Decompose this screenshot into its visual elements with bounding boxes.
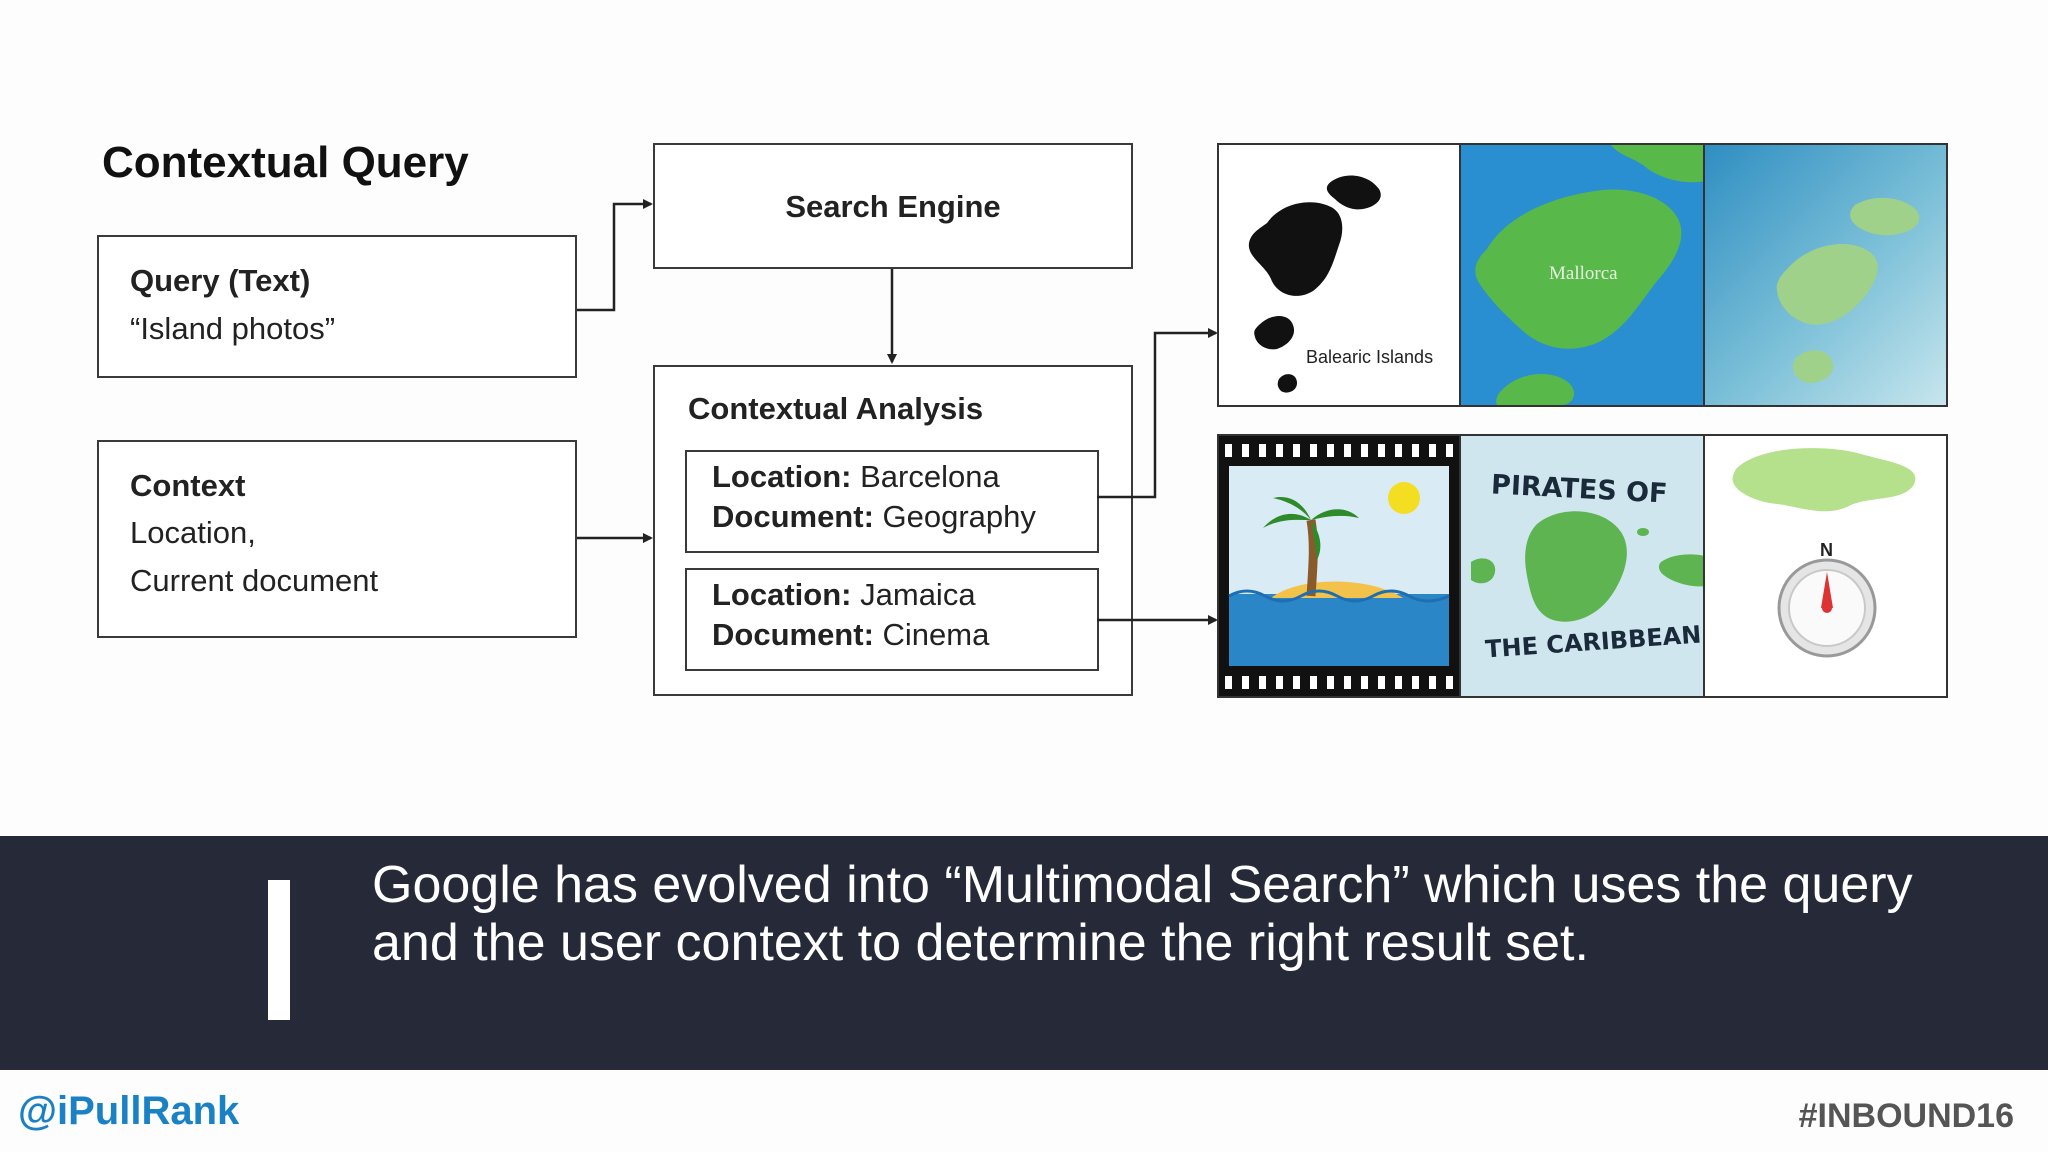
- banner-accent-bar: [268, 880, 290, 1020]
- diagram-title: Contextual Query: [102, 138, 469, 187]
- query-value: “Island photos”: [130, 311, 336, 346]
- pirates-poster-tile: PIRATES OF THE CARIBBEAN: [1459, 434, 1706, 698]
- analysis-case-barcelona: Location: Barcelona Document: Geography: [685, 450, 1099, 553]
- balearic-silhouette: [1248, 175, 1381, 393]
- case2-document-value: Cinema: [882, 617, 990, 652]
- context-line1: Location,: [130, 515, 256, 550]
- twitter-handle[interactable]: @iPullRank: [18, 1089, 240, 1133]
- search-engine-box: Search Engine: [653, 143, 1133, 269]
- case2-document: Document: Cinema: [712, 615, 989, 655]
- case2-location-value: Jamaica: [860, 577, 976, 612]
- mallorca-label: Mallorca: [1549, 263, 1618, 284]
- context-box: Context Location, Current document: [97, 440, 577, 638]
- query-label: Query (Text): [130, 263, 311, 298]
- case1-document-value: Geography: [882, 499, 1036, 534]
- film-strip-island: [1225, 444, 1453, 689]
- query-box: Query (Text) “Island photos”: [97, 235, 577, 378]
- banner-text: Google has evolved into “Multimodal Sear…: [372, 856, 1913, 972]
- analysis-case-jamaica: Location: Jamaica Document: Cinema: [685, 568, 1099, 671]
- case2-document-label: Document:: [712, 617, 874, 652]
- connector-arrows: [577, 199, 1218, 625]
- case1-location: Location: Barcelona: [712, 457, 1000, 497]
- mallorca-island: [1475, 145, 1704, 405]
- event-hashtag: #INBOUND16: [1798, 1097, 2014, 1135]
- mallorca-map-tile: Mallorca: [1459, 143, 1706, 407]
- arrow-case1-to-geography: [1097, 328, 1218, 499]
- satellite-islands-tile: [1703, 143, 1948, 407]
- pirates-map: [1471, 511, 1704, 622]
- pale-islands: [1776, 197, 1920, 383]
- compass-tile: N: [1703, 434, 1948, 698]
- balearic-islands-label: Balearic Islands: [1306, 347, 1434, 367]
- contextual-analysis-title: Contextual Analysis: [688, 391, 984, 426]
- case1-location-value: Barcelona: [860, 459, 1000, 494]
- contextual-analysis-box: Contextual Analysis Location: Barcelona …: [653, 365, 1133, 696]
- context-label: Context: [130, 468, 246, 503]
- balearic-map-tile: Balearic Islands: [1217, 143, 1462, 407]
- search-engine-label: Search Engine: [785, 189, 1001, 224]
- case1-document: Document: Geography: [712, 497, 1036, 537]
- film-strip-tile: [1217, 434, 1462, 698]
- case1-document-label: Document:: [712, 499, 874, 534]
- compass-north-label: N: [1820, 540, 1833, 560]
- caption-banner: Google has evolved into “Multimodal Sear…: [0, 836, 2048, 1070]
- case1-location-label: Location:: [712, 459, 852, 494]
- case2-location-label: Location:: [712, 577, 852, 612]
- case2-location: Location: Jamaica: [712, 575, 976, 615]
- context-line2: Current document: [130, 563, 379, 598]
- compass-icon: [1732, 448, 1916, 658]
- arrow-query-to-search-engine: [577, 199, 653, 312]
